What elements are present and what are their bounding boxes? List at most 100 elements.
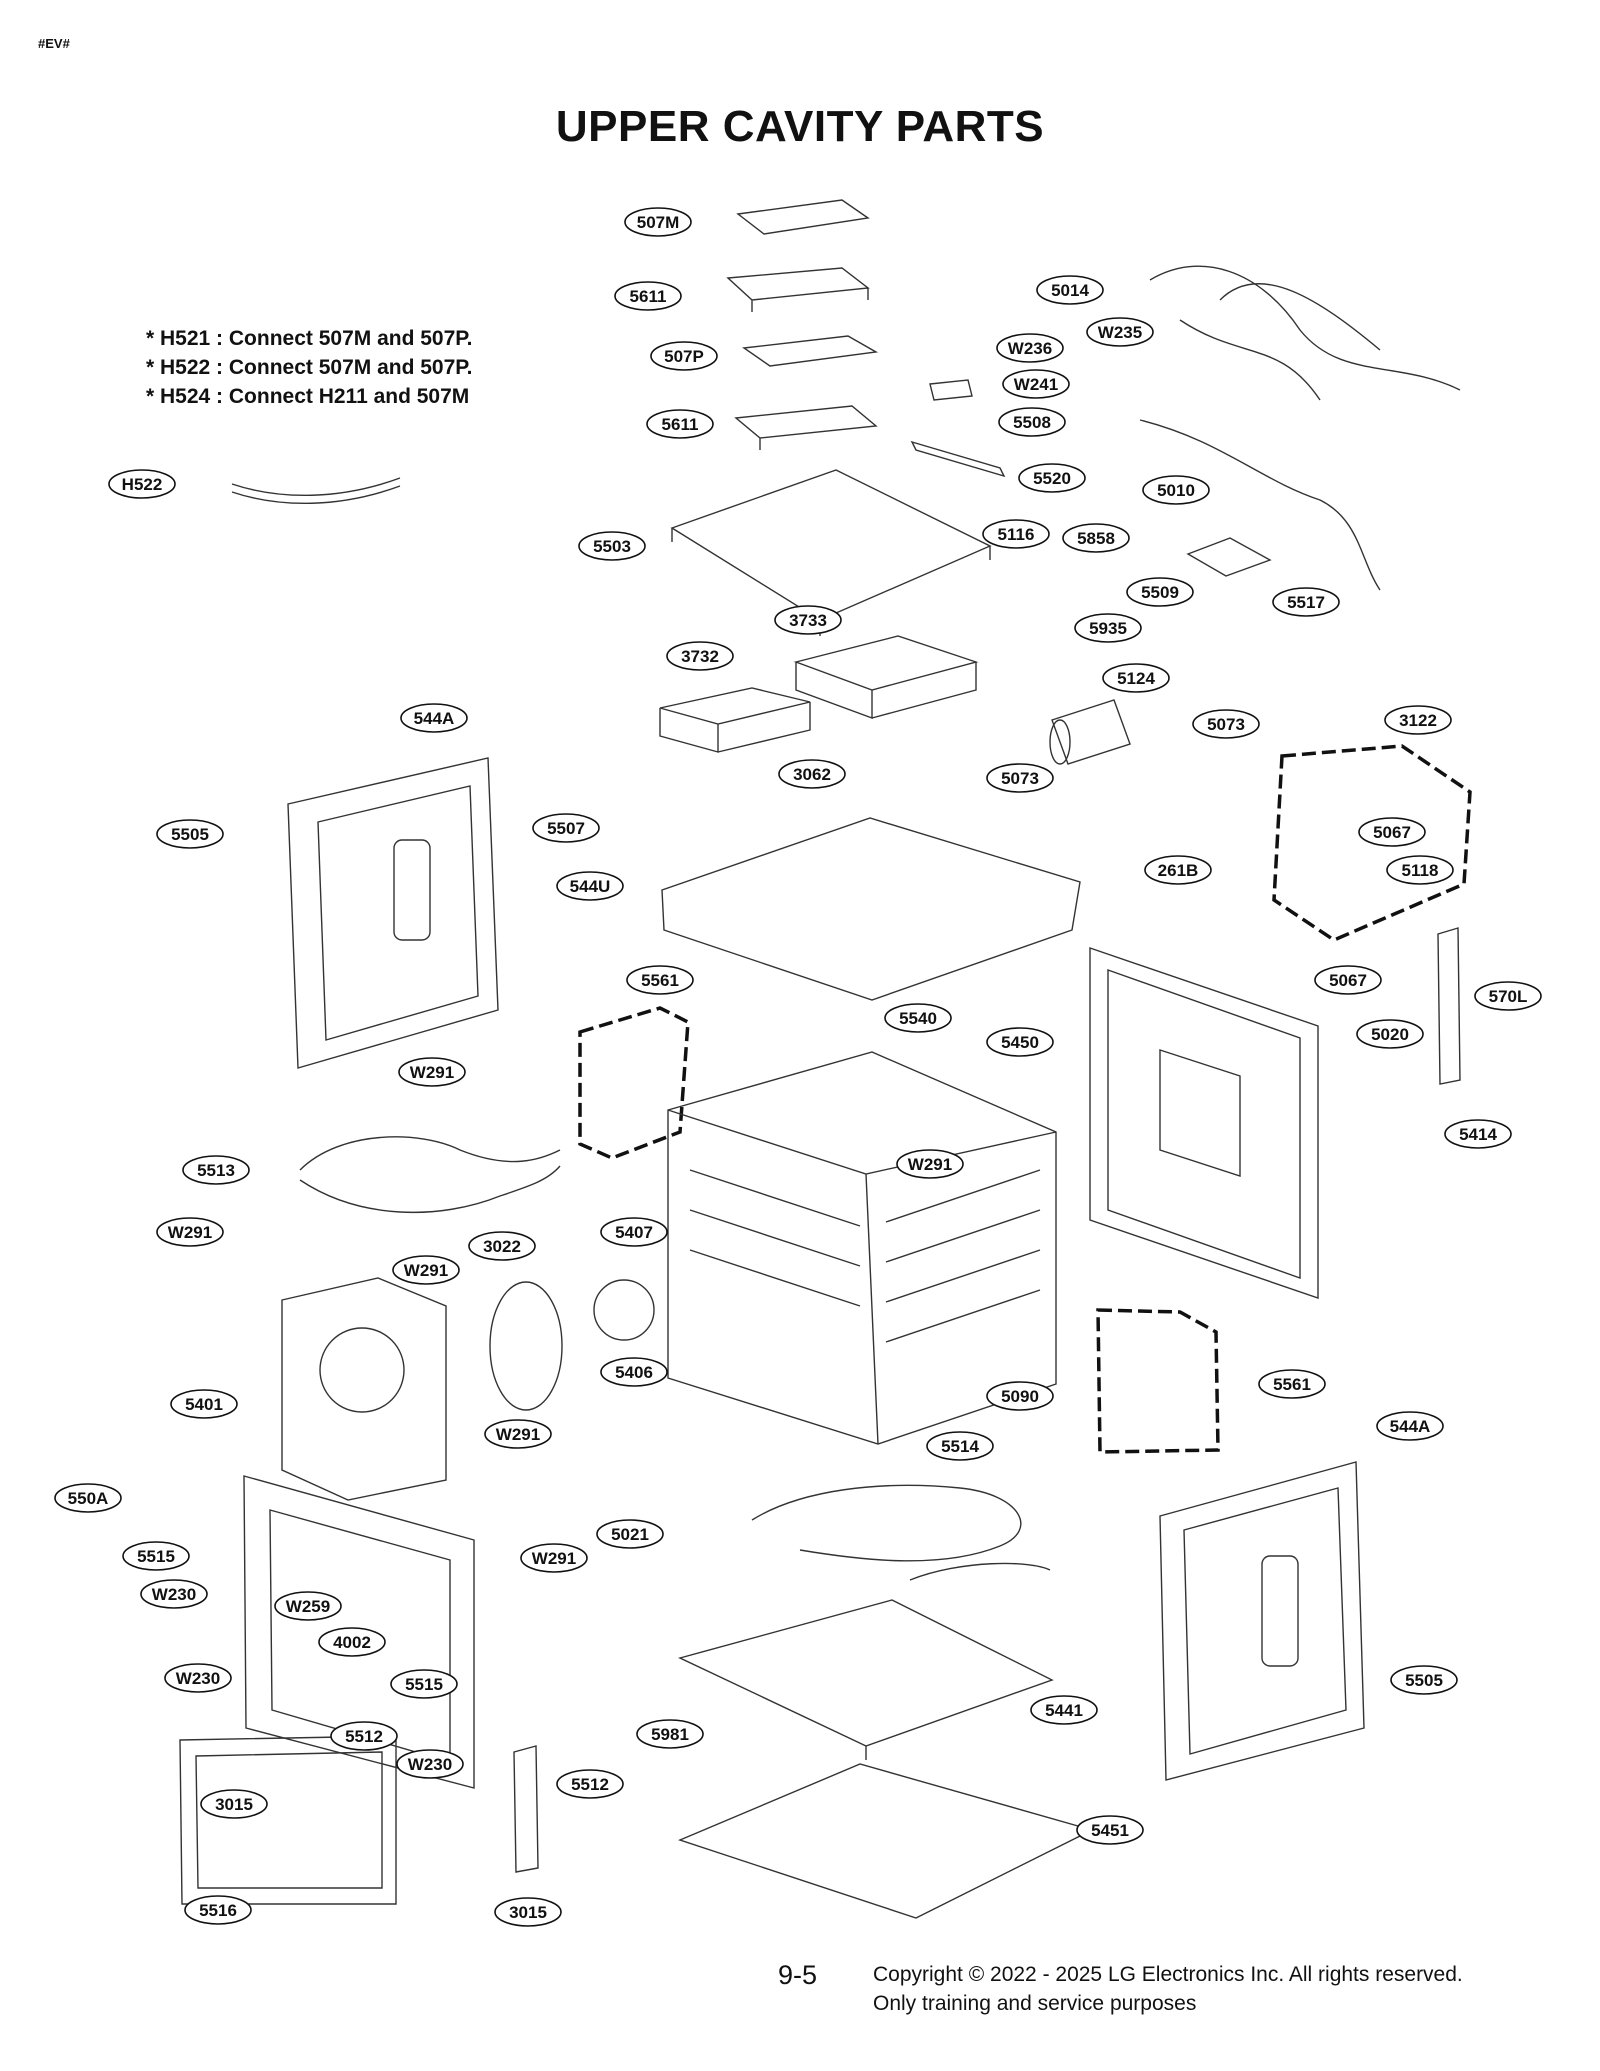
- part-507P-plate: [742, 335, 879, 367]
- callout-label: W291: [908, 1155, 952, 1174]
- callout-label: 3015: [215, 1795, 253, 1814]
- callout-5090: 5090: [986, 1381, 1054, 1411]
- callout-label: 5067: [1373, 823, 1411, 842]
- callout-label: W291: [168, 1223, 212, 1242]
- callout-label: 550A: [68, 1489, 109, 1508]
- callout-5073b: 5073: [986, 763, 1054, 793]
- part-3122-group-frame: [1272, 744, 1472, 942]
- callout-H522: H522: [108, 469, 176, 499]
- callout-ellipse: [1390, 1665, 1458, 1695]
- callout-ellipse: [896, 1149, 964, 1179]
- part-5611-bracket-lower: [734, 405, 878, 450]
- callout-label: 5406: [615, 1363, 653, 1382]
- callout-544A-top: 544A: [400, 703, 468, 733]
- callout-ellipse: [1358, 817, 1426, 847]
- callout-ellipse: [1018, 463, 1086, 493]
- callout-ellipse: [274, 1591, 342, 1621]
- callout-label: 5509: [1141, 583, 1179, 602]
- part-5508-block: [929, 379, 973, 401]
- callout-label: 5073: [1207, 715, 1245, 734]
- callout-ellipse: [996, 333, 1064, 363]
- callout-5611b: 5611: [646, 409, 714, 439]
- callout-label: 5507: [547, 819, 585, 838]
- callout-ellipse: [330, 1721, 398, 1751]
- part-544A-left-window: [393, 839, 431, 941]
- callout-label: 4002: [333, 1633, 371, 1652]
- callout-ellipse: [556, 871, 624, 901]
- page-title: UPPER CAVITY PARTS: [555, 102, 1045, 151]
- callout-ellipse: [184, 1895, 252, 1925]
- callout-507M: 507M: [624, 207, 692, 237]
- callout-5124: 5124: [1102, 663, 1170, 693]
- callout-ellipse: [666, 641, 734, 671]
- callout-W241: W241: [1002, 369, 1070, 399]
- callout-label: 5067: [1329, 971, 1367, 990]
- callout-label: 5512: [571, 1775, 609, 1794]
- callout-label: 5515: [137, 1547, 175, 1566]
- part-544A-right-panel: [1159, 1461, 1365, 1781]
- callout-label: 3732: [681, 647, 719, 666]
- callout-label: 507M: [637, 213, 680, 232]
- callout-5067b: 5067: [1314, 965, 1382, 995]
- callout-5515a: 5515: [122, 1541, 190, 1571]
- callout-W291c: W291: [156, 1217, 224, 1247]
- callout-ellipse: [1036, 275, 1104, 305]
- callout-label: 5414: [1459, 1125, 1497, 1144]
- part-oven-cavity: [667, 1051, 1057, 1445]
- callout-ellipse: [1144, 855, 1212, 885]
- callout-5450: 5450: [986, 1027, 1054, 1057]
- callout-label: W230: [152, 1585, 196, 1604]
- part-cavity-rack-lines: [689, 1169, 1041, 1343]
- part-5514-bake-element: [751, 1484, 1051, 1581]
- callout-5981: 5981: [636, 1719, 704, 1749]
- callout-label: 5611: [662, 415, 699, 434]
- callout-label: 5515: [405, 1675, 443, 1694]
- callout-label: 5503: [593, 537, 631, 556]
- callout-label: 5450: [1001, 1033, 1039, 1052]
- callout-544A-bottom: 544A: [1376, 1411, 1444, 1441]
- callout-5513: 5513: [182, 1155, 250, 1185]
- callout-label: 5611: [630, 287, 667, 306]
- callout-5509: 5509: [1126, 577, 1194, 607]
- callout-261B: 261B: [1144, 855, 1212, 885]
- callout-W259: W259: [274, 1591, 342, 1621]
- callout-ellipse: [140, 1579, 208, 1609]
- callout-label: 507P: [664, 347, 704, 366]
- callout-5508: 5508: [998, 407, 1066, 437]
- callout-3015b: 3015: [494, 1897, 562, 1927]
- callout-ellipse: [1384, 705, 1452, 735]
- callout-label: 5441: [1045, 1701, 1083, 1720]
- callout-ellipse: [600, 1217, 668, 1247]
- part-5441-tray: [677, 1599, 1054, 1760]
- callout-ellipse: [982, 519, 1050, 549]
- part-570L-bracket: [1437, 927, 1461, 1085]
- callout-ellipse: [646, 409, 714, 439]
- callout-label: 5981: [651, 1725, 689, 1744]
- callout-label: W291: [496, 1425, 540, 1444]
- callout-ellipse: [556, 1769, 624, 1799]
- callout-label: 5014: [1051, 281, 1089, 300]
- part-5517-cover: [1186, 537, 1272, 577]
- part-5513-broil-element: [299, 1136, 561, 1213]
- callout-5520: 5520: [1018, 463, 1086, 493]
- part-5512-bracket: [513, 1745, 539, 1873]
- callout-ellipse: [1076, 1815, 1144, 1845]
- copyright-text: Copyright © 2022 - 2025 LG Electronics I…: [873, 1963, 1463, 1986]
- callout-label: 3015: [509, 1903, 547, 1922]
- callout-ellipse: [626, 965, 694, 995]
- callout-ellipse: [164, 1663, 232, 1693]
- part-507M-plate: [736, 199, 870, 235]
- callout-ellipse: [1126, 577, 1194, 607]
- callout-5611a: 5611: [614, 281, 682, 311]
- callout-5505-left: 5505: [156, 819, 224, 849]
- callout-label: W230: [176, 1669, 220, 1688]
- callout-5507: 5507: [532, 813, 600, 843]
- callout-5414: 5414: [1444, 1119, 1512, 1149]
- callout-W230b: W230: [164, 1663, 232, 1693]
- callout-5512b: 5512: [556, 1769, 624, 1799]
- callout-5516: 5516: [184, 1895, 252, 1925]
- callout-ellipse: [396, 1749, 464, 1779]
- callout-5020: 5020: [1356, 1019, 1424, 1049]
- callout-label: 5505: [1405, 1671, 1443, 1690]
- callout-5021: 5021: [596, 1519, 664, 1549]
